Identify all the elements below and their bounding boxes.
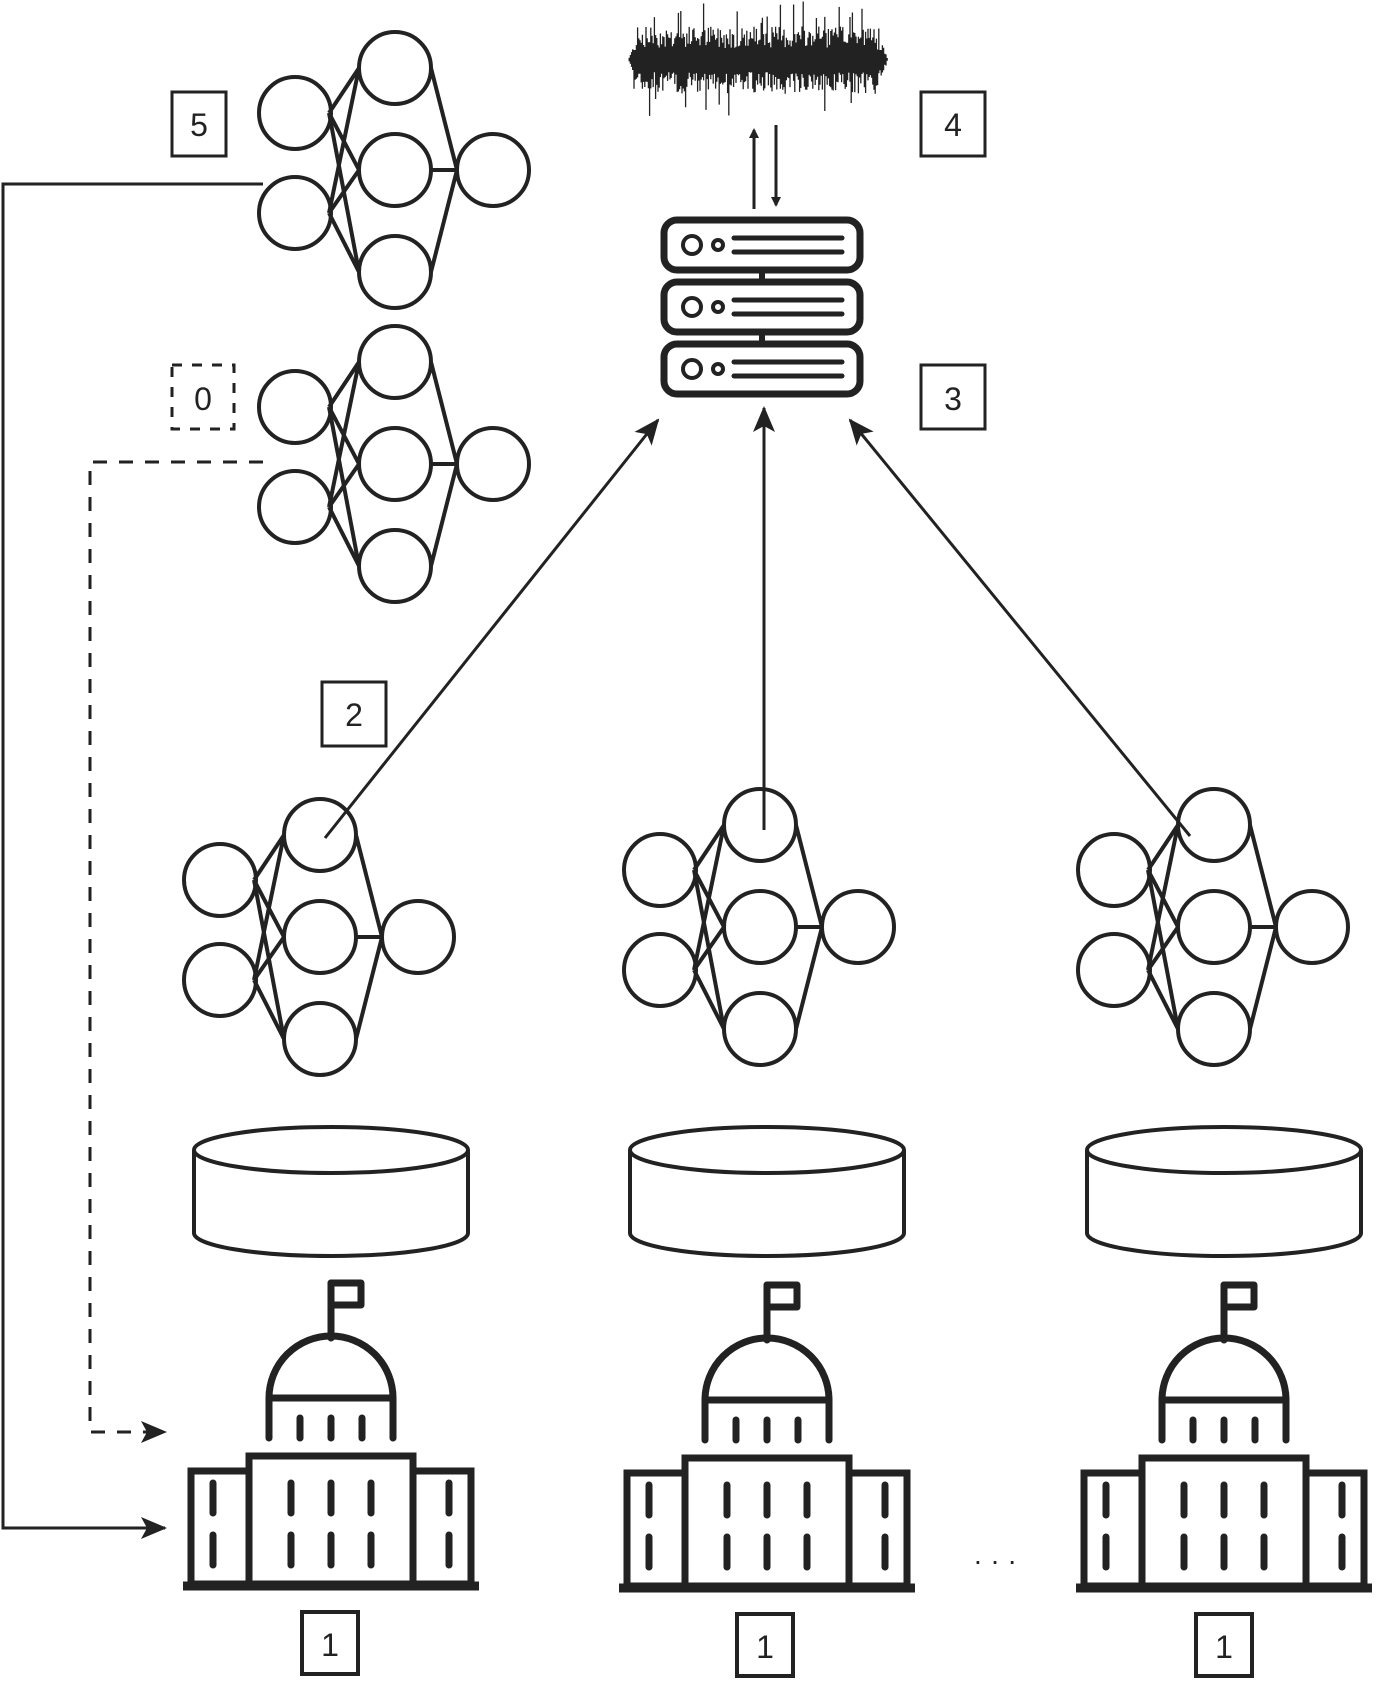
step-label-2: 2 — [320, 680, 388, 748]
client-model-neural-network-icon — [1076, 787, 1350, 1067]
client-model-neural-network-icon — [622, 787, 896, 1067]
server-icon — [664, 220, 860, 394]
more-clients-ellipsis: · · · — [973, 1545, 1017, 1576]
step-label-0: 0 — [170, 363, 236, 431]
government-building-icon — [1076, 1285, 1372, 1588]
step-label-3: 3 — [919, 363, 987, 431]
noise-exchange-arrows — [749, 125, 781, 209]
noise-waveform-core — [632, 50, 884, 70]
database-icon — [192, 1125, 470, 1258]
svg-text:3: 3 — [944, 381, 962, 417]
initial-model-distribution-line — [88, 460, 263, 1443]
global-model-distribution-line — [1, 182, 263, 1539]
client-1 — [182, 797, 479, 1586]
client-3 — [1076, 787, 1372, 1588]
client-model-neural-network-icon — [182, 797, 456, 1077]
client-label-1: 1 — [300, 1610, 360, 1676]
government-building-icon — [183, 1283, 479, 1586]
svg-text:1: 1 — [321, 1627, 339, 1663]
svg-text:4: 4 — [944, 107, 962, 143]
initial-model-neural-network-icon — [257, 324, 531, 604]
svg-text:5: 5 — [190, 107, 208, 143]
svg-text:2: 2 — [345, 697, 363, 733]
database-icon — [1085, 1125, 1363, 1258]
global-model-neural-network-icon — [257, 30, 531, 310]
step-label-4: 4 — [919, 90, 987, 158]
svg-text:0: 0 — [194, 381, 212, 417]
client-label-3: 1 — [1194, 1612, 1254, 1678]
government-building-icon — [619, 1285, 915, 1588]
client-label-2: 1 — [735, 1612, 795, 1678]
svg-text:1: 1 — [756, 1629, 774, 1665]
step-label-5: 5 — [170, 90, 228, 158]
noise-waveform-icon — [628, 1, 888, 116]
client-2 — [619, 787, 915, 1588]
upload-arrows — [323, 406, 1192, 839]
svg-text:1: 1 — [1215, 1629, 1233, 1665]
database-icon — [628, 1125, 906, 1258]
